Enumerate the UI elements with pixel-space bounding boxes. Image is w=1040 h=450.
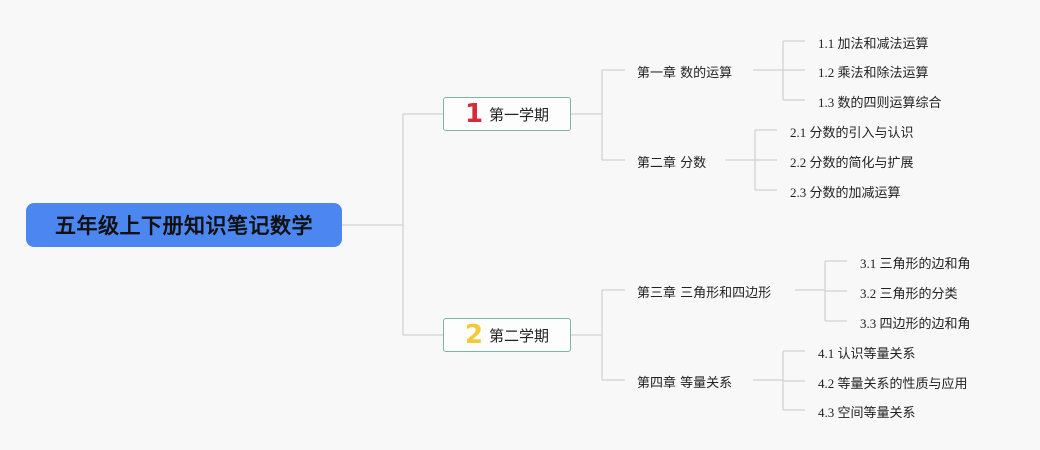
section-4-3[interactable]: 4.3 空间等量关系 <box>818 405 916 420</box>
section-2-2[interactable]: 2.2 分数的简化与扩展 <box>790 155 914 170</box>
section-1-3[interactable]: 1.3 数的四则运算综合 <box>818 95 942 110</box>
section-3-1[interactable]: 3.1 三角形的边和角 <box>860 256 971 271</box>
connector-ch1-sections <box>783 40 805 101</box>
section-4-1[interactable]: 4.1 认识等量关系 <box>818 346 916 361</box>
section-3-3[interactable]: 3.3 四边形的边和角 <box>860 316 971 331</box>
chapter-3-node[interactable]: 第三章 三角形和四边形 <box>637 286 772 301</box>
root-node[interactable]: 五年级上下册知识笔记数学 <box>26 203 342 247</box>
section-2-1[interactable]: 2.1 分数的引入与认识 <box>790 125 914 140</box>
number-one-icon: 1 <box>464 99 484 129</box>
section-1-2[interactable]: 1.2 乘法和除法运算 <box>818 65 929 80</box>
chapter-1-node[interactable]: 第一章 数的运算 <box>637 66 733 81</box>
chapter-4-node[interactable]: 第四章 等量关系 <box>637 376 733 391</box>
number-two-icon: 2 <box>464 320 484 350</box>
semester-2-node[interactable]: 2 第二学期 <box>443 318 571 352</box>
semester-2-label: 第二学期 <box>489 326 550 345</box>
chapter-2-node[interactable]: 第二章 分数 <box>637 156 707 171</box>
section-2-3[interactable]: 2.3 分数的加减运算 <box>790 185 901 200</box>
section-3-2[interactable]: 3.2 三角形的分类 <box>860 286 958 301</box>
connector-ch4-sections <box>783 350 805 411</box>
connector-ch2-sections <box>755 129 777 191</box>
semester-1-node[interactable]: 1 第一学期 <box>443 97 571 131</box>
root-title: 五年级上下册知识笔记数学 <box>55 214 313 238</box>
semester-1-label: 第一学期 <box>489 105 550 124</box>
section-1-1[interactable]: 1.1 加法和减法运算 <box>818 36 929 51</box>
connector-ch3-sections <box>825 260 847 322</box>
section-4-2[interactable]: 4.2 等量关系的性质与应用 <box>818 376 968 391</box>
